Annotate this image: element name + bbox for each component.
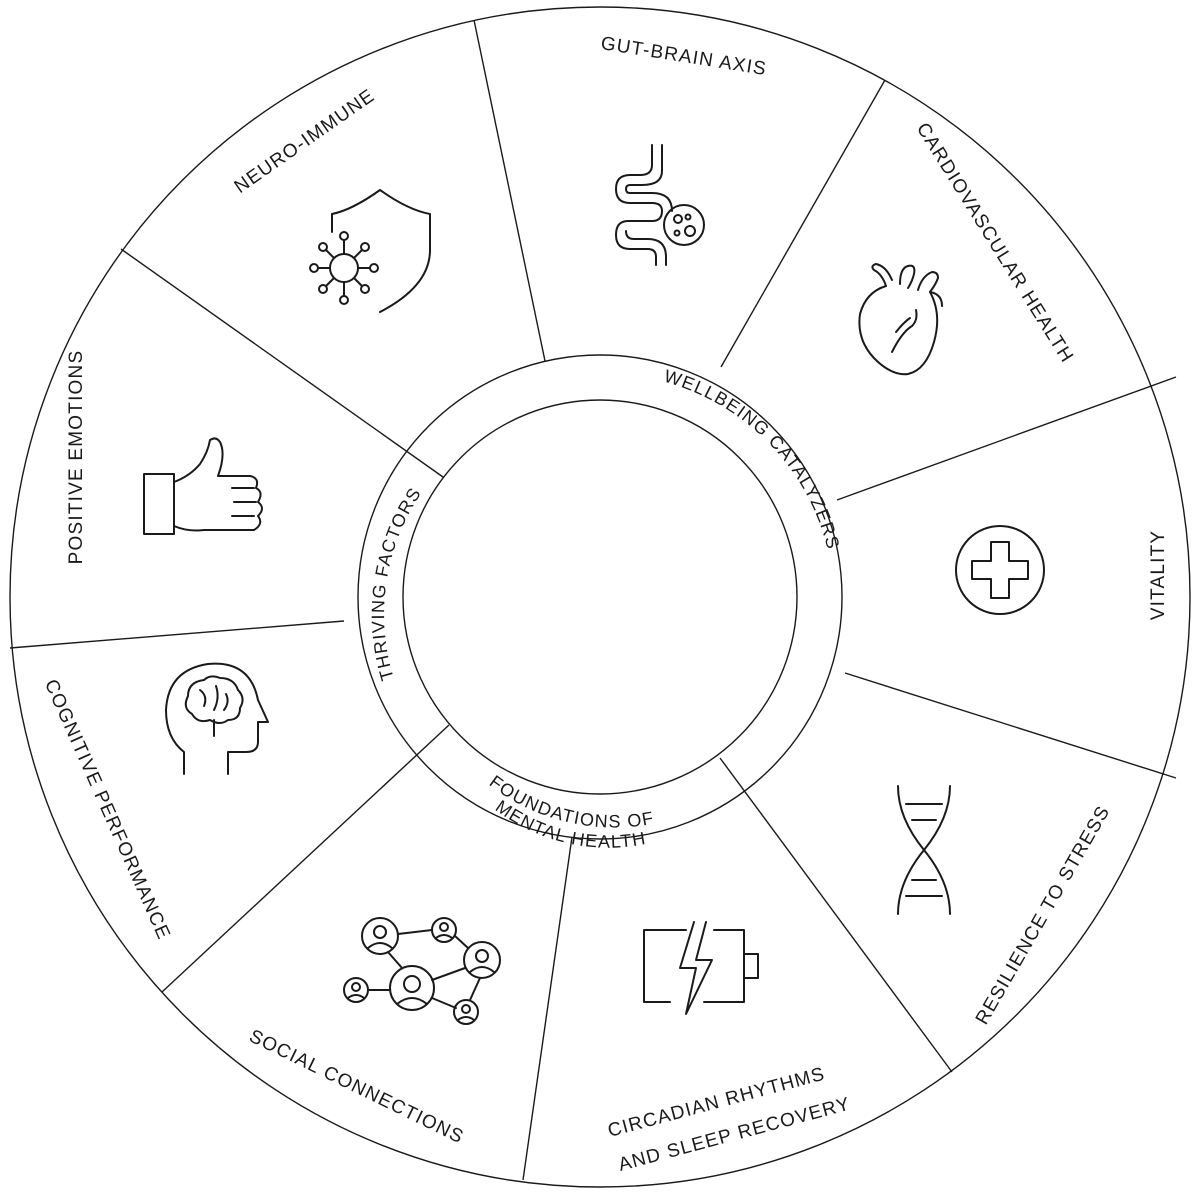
- outer-ring: [9, 6, 1191, 1188]
- label-social-connections: SOCIAL CONNECTIONS: [246, 1026, 468, 1148]
- label-positive-emotions: POSITIVE EMOTIONS: [66, 350, 87, 565]
- ring-label-thriving-factors: THRIVING FACTORS: [368, 483, 425, 682]
- dna-icon: [897, 785, 951, 915]
- battery-charging-icon: [643, 921, 759, 1015]
- segment-dividers: [9, 19, 1177, 1181]
- center-circle: [402, 399, 798, 795]
- brain-head-icon: [165, 662, 269, 775]
- label-cognitive-performance: COGNITIVE PERFORMANCE: [40, 676, 174, 943]
- intestine-microbe-icon: [615, 144, 705, 266]
- medical-cross-icon: [955, 525, 1045, 615]
- thumbs-up-icon: [143, 437, 263, 535]
- label-neuro-immune: NEURO-IMMUNE: [231, 85, 379, 198]
- shield-virus-icon: [309, 189, 431, 313]
- middle-ring: [357, 354, 843, 840]
- ring-label-wellbeing-catalyzers: WELLBEING CATALYZERS: [662, 366, 844, 552]
- label-gut-brain-axis: GUT-BRAIN AXIS: [599, 33, 768, 80]
- social-network-icon: [343, 917, 501, 1025]
- label-resilience-to-stress: RESILIENCE TO STRESS: [972, 802, 1115, 1028]
- heart-icon: [858, 263, 943, 376]
- label-vitality: VITALITY: [1148, 530, 1169, 621]
